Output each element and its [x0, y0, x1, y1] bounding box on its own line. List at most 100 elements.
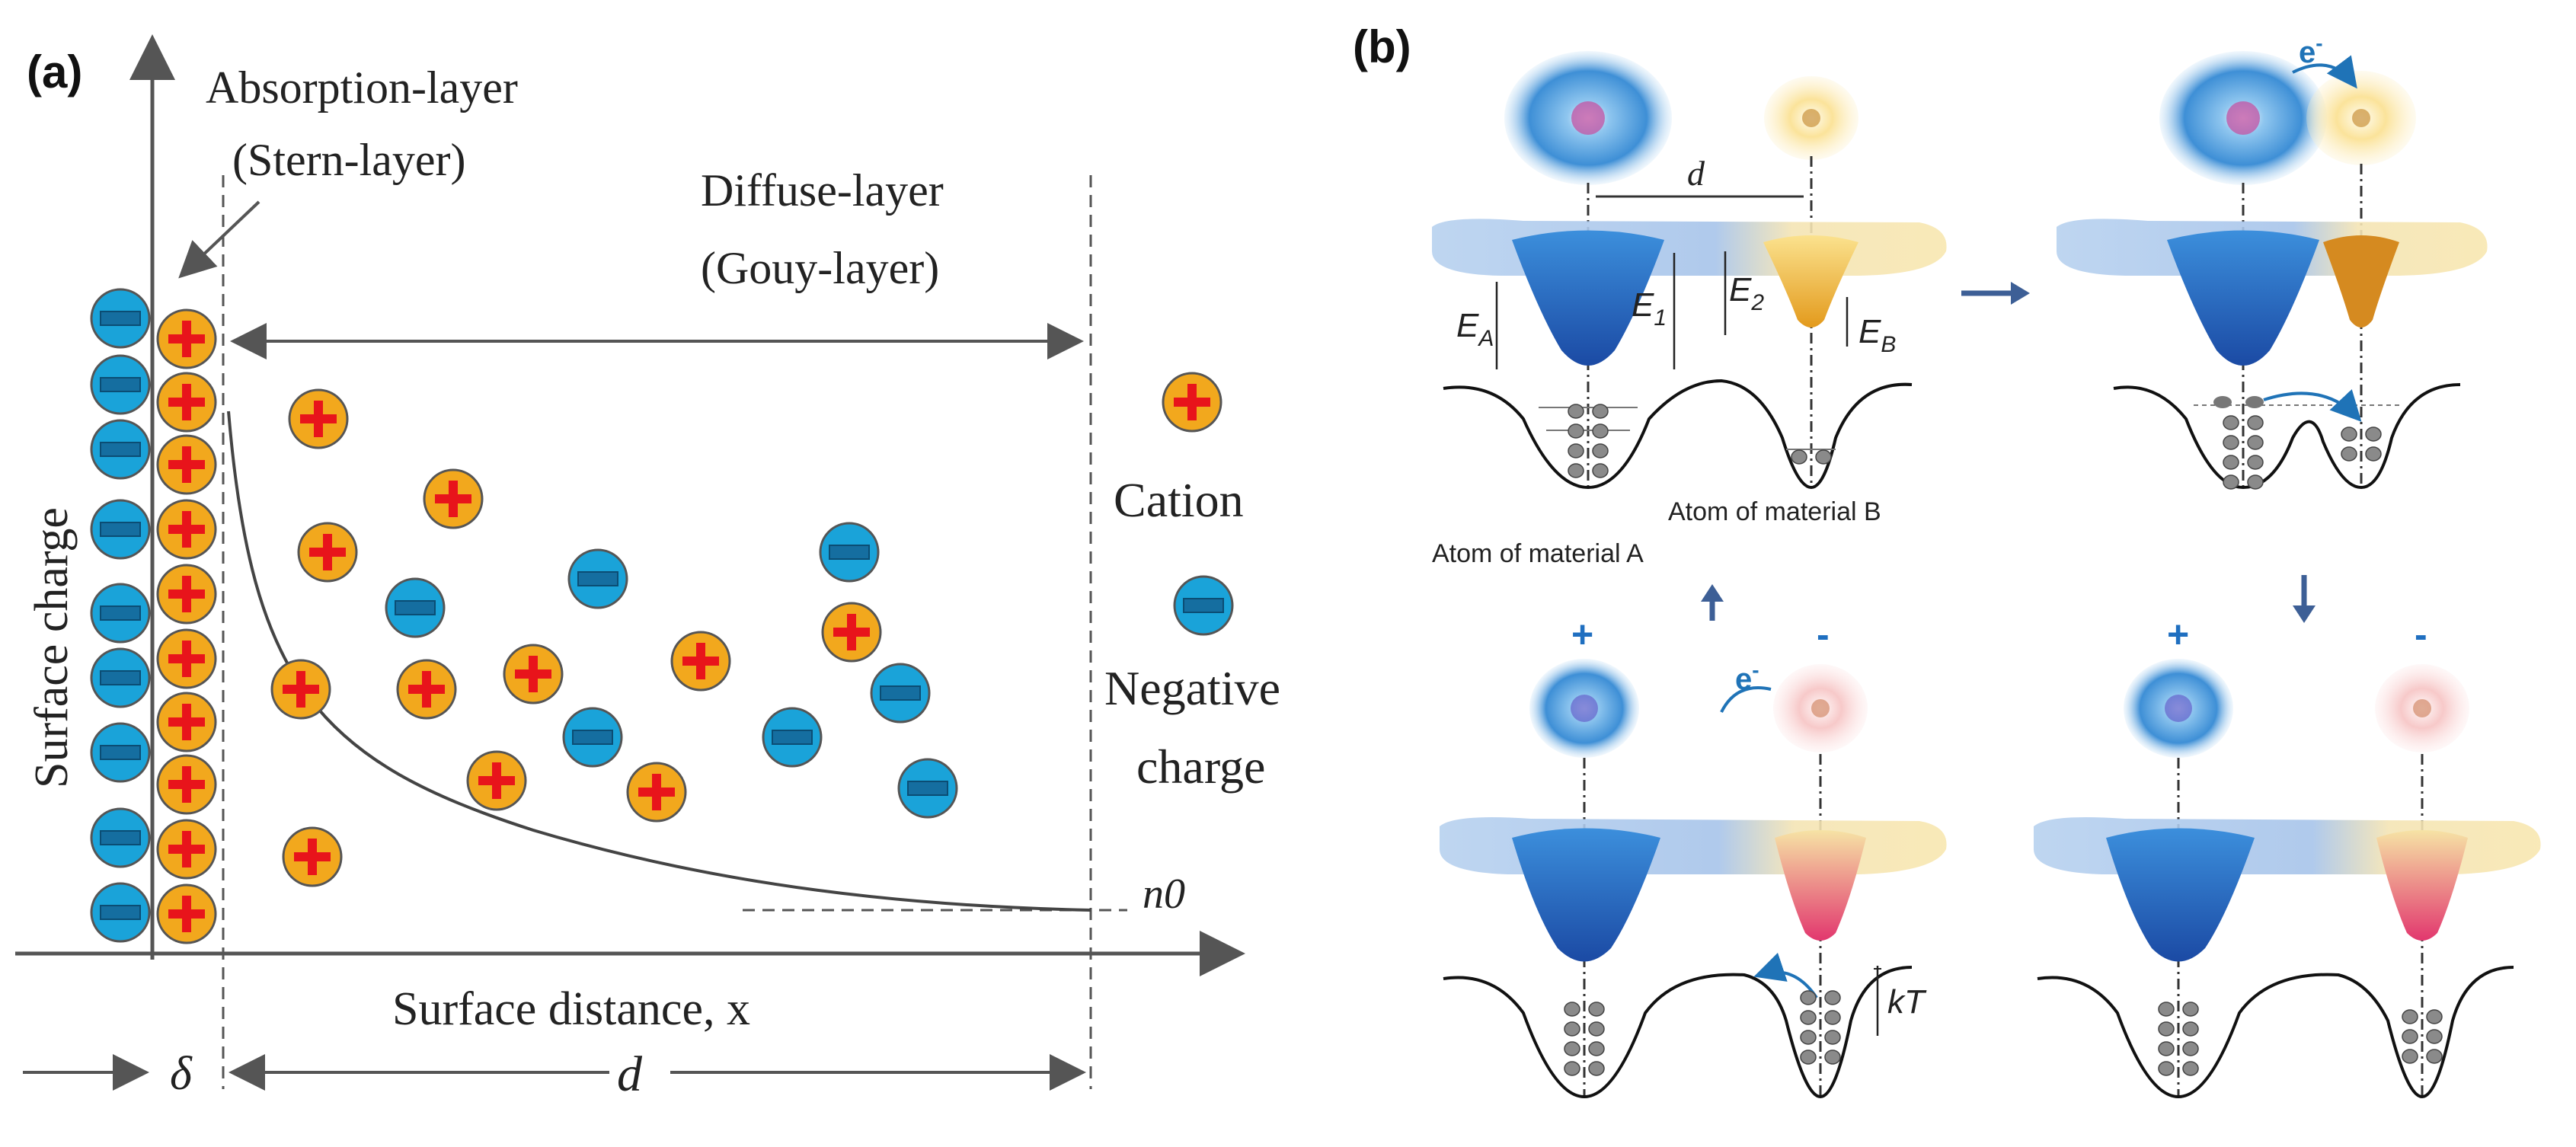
cation-ion: [156, 819, 217, 880]
anion-ion: [567, 548, 628, 609]
electron-dot: [2247, 415, 2264, 430]
electron-dot: [1564, 1002, 1580, 1017]
potential-well-curve: [2113, 383, 2461, 490]
electron-dot: [2158, 1002, 2175, 1017]
tunnel-arrow: [2263, 388, 2362, 422]
electron-dot: [1824, 1050, 1841, 1065]
cation-ion: [423, 468, 484, 529]
cation-ion: [156, 372, 217, 433]
electron-dot: [1588, 1041, 1605, 1056]
arrow-down-head: [2293, 605, 2316, 623]
cation-ion: [670, 631, 731, 692]
cation-ion: [297, 522, 358, 583]
electron-dot: [2182, 1041, 2199, 1056]
electron-dot: [1800, 990, 1817, 1005]
stern-pointer-arrow: [178, 200, 260, 279]
nucleus-b: [2413, 699, 2431, 717]
cation-ion: [466, 750, 527, 811]
electron-dot: [2426, 1009, 2443, 1024]
electron-stack: [1791, 449, 1832, 465]
electron-dot: [1791, 449, 1807, 465]
cation-ion: [282, 826, 343, 887]
electron-dot: [2402, 1049, 2418, 1064]
electron-transfer-arrow: [2292, 55, 2357, 89]
potential-well-curve: [2037, 966, 2514, 1099]
anion-ion: [562, 707, 623, 768]
electron-stack: [2158, 1002, 2199, 1076]
electron-stack: [1564, 1002, 1605, 1076]
well-b: [2323, 235, 2399, 327]
well-b: [1775, 830, 1866, 941]
anion-ion: [90, 583, 151, 644]
electron-dot: [1824, 1030, 1841, 1045]
nucleus-a: [1571, 101, 1605, 135]
electron-dot: [2245, 396, 2264, 408]
electron-stack: [1800, 990, 1841, 1065]
electron-label: e-: [2299, 31, 2323, 69]
anion-ion: [90, 647, 151, 708]
diffuse-subtitle: (Gouy-layer): [701, 243, 939, 293]
well-b: [1763, 235, 1858, 327]
anion-ion: [90, 354, 151, 415]
electron-dot: [1588, 1002, 1605, 1017]
state-return: + - e- kT: [1440, 613, 1947, 1099]
electron-dot: [1568, 463, 1584, 478]
electron-dot: [2158, 1061, 2175, 1076]
panel-b: (b) d EA E1 E2 EB: [1353, 21, 2541, 1099]
electron-dot: [1564, 1041, 1580, 1056]
electron-dot: [1592, 443, 1609, 458]
energy-surface: [1432, 219, 1947, 276]
electron-dot: [1564, 1021, 1580, 1037]
cation-ion: [396, 659, 457, 720]
legend-cation-label: Cation: [1114, 473, 1244, 527]
electron-dot: [1824, 1010, 1841, 1025]
x-axis-label: Surface distance, x: [392, 983, 750, 1035]
nucleus-b: [1802, 109, 1820, 127]
electron-dot: [2365, 427, 2382, 442]
electron-stack: [2402, 1009, 2443, 1064]
electron-dot: [2158, 1021, 2175, 1037]
legend-negative-label-1: Negative: [1104, 661, 1280, 715]
well-a: [1512, 230, 1664, 366]
well-a: [2167, 230, 2319, 366]
delta-label: δ: [170, 1048, 193, 1100]
state-final: + -: [2034, 613, 2541, 1099]
arrow-up-head: [1701, 584, 1724, 602]
cation-ion: [156, 434, 217, 495]
E1-label: E1: [1632, 286, 1667, 331]
state-initial: d EA E1 E2 EB Atom of material B Atom of…: [1432, 51, 1947, 568]
ion-group: [90, 288, 1234, 944]
plus-sign-a: +: [2167, 613, 2189, 656]
EB-label: EB: [1858, 313, 1896, 357]
electron-dot: [2365, 446, 2382, 462]
electron-dot: [2402, 1009, 2418, 1024]
anion-ion: [90, 882, 151, 943]
cation-ion: [1162, 372, 1222, 433]
electron-return-arrow: [1720, 686, 1772, 713]
electron-dot: [1592, 423, 1609, 439]
electron-dot: [2341, 427, 2357, 442]
electron-dot: [2213, 396, 2232, 408]
legend-negative-label-2: charge: [1136, 740, 1265, 794]
anion-ion: [90, 807, 151, 868]
cation-ion: [626, 762, 687, 823]
kT-label: kT: [1887, 983, 1927, 1021]
electron-dot: [2223, 474, 2239, 490]
electron-dot: [2426, 1049, 2443, 1064]
panel-a: (a) Absorption-layer (Stern-layer) Diffu…: [15, 34, 1280, 1102]
well-b: [2376, 830, 2468, 941]
EA-label: EA: [1456, 307, 1494, 351]
anion-ion: [90, 419, 151, 480]
y-axis-label: Surface charge: [26, 507, 78, 788]
material-b-label: Atom of material B: [1668, 497, 1881, 526]
electron-dot: [1588, 1021, 1605, 1037]
panel-b-label: (b): [1353, 21, 1411, 72]
electron-dot: [2182, 1061, 2199, 1076]
cation-ion: [288, 388, 349, 449]
electron-dot: [2341, 446, 2357, 462]
electron-dot: [2247, 474, 2264, 490]
electron-dot: [1800, 1050, 1817, 1065]
electron-dot: [1568, 404, 1584, 419]
nucleus-a: [2226, 101, 2260, 135]
